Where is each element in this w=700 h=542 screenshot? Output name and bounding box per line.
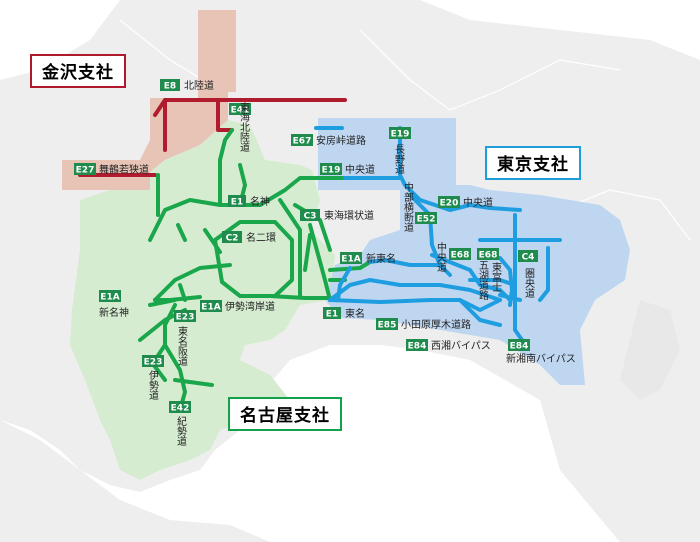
route-chuo-e20-name: 中央道 <box>463 196 493 209</box>
route-seisho-code: E84 <box>408 342 427 352</box>
route-chuo-e19-code: E19 <box>322 166 341 176</box>
route-kenodo-name: 圏央道 <box>523 268 535 298</box>
route-chuo-e52: E52 中央道 <box>415 212 447 272</box>
kanazawa-routes <box>78 98 347 177</box>
route-meishin-code: E1 <box>231 198 243 208</box>
route-chubu: 中部横断道 <box>402 181 414 232</box>
route-maizuru-name: 舞鶴若狭道 <box>99 163 149 176</box>
route-tomei-code: E1 <box>326 310 338 320</box>
route-isewangan: E1A 伊勢湾岸道 <box>200 300 275 313</box>
route-isewangan-name: 伊勢湾岸道 <box>225 300 275 313</box>
route-shinshonan-code: E84 <box>510 342 529 352</box>
route-kisei-code: E42 <box>171 404 190 414</box>
route-anbo: E67 安房峠道路 <box>291 134 366 147</box>
route-isewangan-code: E1A <box>201 303 220 313</box>
route-ise-code: E23 <box>144 358 163 368</box>
route-kisei-name: 紀勢道 <box>175 415 187 446</box>
route-higashifuji: E68 東富士 <box>477 248 502 292</box>
route-odawara-code: E85 <box>378 321 397 331</box>
route-ise-name: 伊勢道 <box>147 370 159 400</box>
route-meishin: E1 名神 <box>228 195 270 208</box>
route-nagano-name: 長野道 <box>393 144 405 174</box>
route-chuo-e19: E19 中央道 <box>320 163 375 176</box>
route-shinmeishin: E1A 新名神 <box>99 290 129 319</box>
route-shinmeishin-code: E1A <box>100 293 119 303</box>
route-nagano: E19 長野道 <box>389 127 411 174</box>
route-anbo-name: 安房峠道路 <box>316 134 366 147</box>
route-tomei-name: 東名 <box>345 307 365 320</box>
route-meinikan-code: C2 <box>226 234 239 244</box>
route-odawara-name: 小田原厚木道路 <box>401 318 471 331</box>
kanazawa-branch-label: 金沢支社 <box>30 54 126 88</box>
route-higashifuji-name: 東富士 <box>490 261 502 292</box>
nagoya-branch-label: 名古屋支社 <box>228 397 342 431</box>
route-anbo-code: E67 <box>293 137 312 147</box>
route-higashimeihan-name: 東名阪道 <box>176 325 188 366</box>
route-shinmeishin-name: 新名神 <box>99 306 129 319</box>
route-meinikan: C2 名二環 <box>222 231 276 244</box>
route-nagano-code: E19 <box>391 130 410 140</box>
route-hokuriku-code: E8 <box>164 82 176 92</box>
route-chuo-e20: E20 中央道 <box>438 196 493 209</box>
route-tokaikanjo-code: C3 <box>304 212 317 222</box>
route-shinshonan-name: 新湘南バイパス <box>506 352 576 365</box>
nagoya-routes <box>138 128 372 412</box>
tokyo-branch-label: 東京支社 <box>485 146 581 180</box>
route-hokuriku: E8 北陸道 <box>160 79 214 92</box>
route-ise: E23 伊勢道 <box>142 355 164 400</box>
route-maizuru-code: E27 <box>76 166 95 176</box>
route-higashifuji-code: E68 <box>479 251 498 261</box>
kanazawa-area <box>62 10 236 190</box>
route-hokuriku-name: 北陸道 <box>184 79 214 92</box>
route-chuo-e52-name: 中央道 <box>435 241 447 272</box>
route-tokaihokuriku-code: E41 <box>231 106 250 116</box>
route-maizuru: E27 舞鶴若狭道 <box>74 163 149 176</box>
route-meishin-name: 名神 <box>250 195 270 208</box>
route-fujigoko-name: 五湖道路 <box>477 260 489 301</box>
route-fujigoko: E68 五湖道路 <box>449 248 489 301</box>
route-shintomei: E1A 新東名 <box>340 252 396 265</box>
route-seisho-name: 西湘バイパス <box>431 339 491 352</box>
route-kenodo-code: C4 <box>522 253 535 263</box>
route-chuo-e19-name: 中央道 <box>345 163 375 176</box>
route-tokaihokuriku: E41 東海北陸道 <box>229 101 251 152</box>
route-chuo-e20-code: E20 <box>440 199 459 209</box>
route-odawara: E85 小田原厚木道路 <box>376 318 471 331</box>
route-seisho: E84 西湘バイパス <box>406 339 491 352</box>
route-shintomei-code: E1A <box>341 255 360 265</box>
route-shintomei-name: 新東名 <box>366 252 396 265</box>
route-chuo-e52-code: E52 <box>417 215 436 225</box>
route-chubu-name: 中部横断道 <box>402 181 414 232</box>
tokyo-routes <box>314 126 562 342</box>
route-shinshonan: E84 新湘南バイパス <box>506 339 576 365</box>
route-fujigoko-code: E68 <box>451 251 470 261</box>
route-higashimeihan-code: E23 <box>176 313 195 323</box>
route-kisei: E42 紀勢道 <box>169 401 191 446</box>
route-higashimeihan: E23 東名阪道 <box>174 310 196 366</box>
route-tokaikanjo: C3 東海環状道 <box>300 209 374 222</box>
route-meinikan-name: 名二環 <box>246 231 276 244</box>
route-labels: E8 北陸道 E27 舞鶴若狭道 E41 東海北陸道 E67 安房峠道路 E19… <box>74 79 576 446</box>
route-tokaikanjo-name: 東海環状道 <box>324 209 374 222</box>
route-kenodo: C4 圏央道 <box>518 250 538 298</box>
route-tokaihokuriku-name: 東海北陸道 <box>238 101 250 152</box>
route-tomei: E1 東名 <box>323 307 365 320</box>
